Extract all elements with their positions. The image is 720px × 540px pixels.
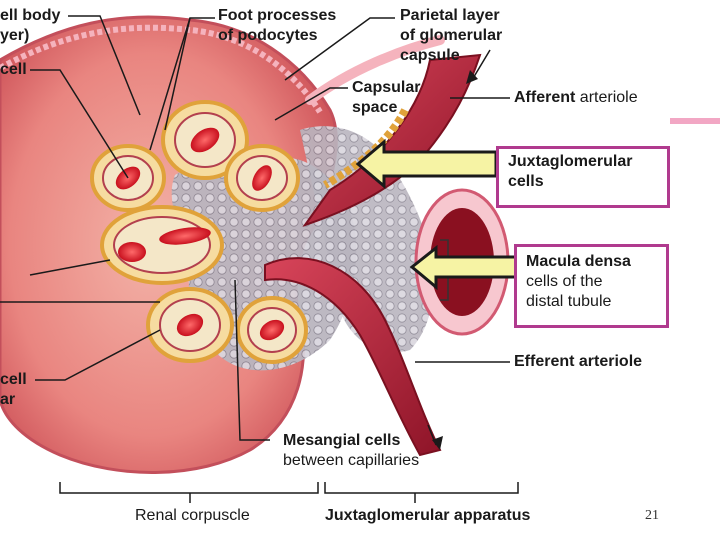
label-foot-processes-line1: Foot processes: [218, 7, 337, 24]
bracket-renal-corpuscle: [59, 482, 319, 494]
label-mesangial-cells: Mesangial cells between capillaries: [283, 431, 419, 471]
label-cell-left-text: cell: [0, 61, 27, 78]
capillary-loop: [100, 205, 224, 285]
leader-foot-proc-b: [164, 17, 191, 131]
label-cell-body-line2: yer): [0, 27, 30, 44]
label-capsular-line1: Capsular: [352, 79, 421, 96]
label-mesangial-line1: Mesangial cells: [283, 432, 401, 449]
juxtaglomerular-cells: [323, 108, 409, 189]
label-efferent-arteriole: Efferent arteriole: [514, 352, 642, 372]
slide-number: 21: [645, 508, 659, 523]
leader-cell-bottom: [35, 329, 161, 381]
label-parietal-layer: Parietal layer of glomerular capsule: [400, 6, 502, 66]
label-efferent-text: Efferent arteriole: [514, 353, 643, 370]
capillary-loop: [161, 100, 249, 180]
label-macula-line1: Macula densa: [526, 253, 631, 270]
capillary-loop: [146, 287, 234, 363]
label-afferent-arteriole: Afferent arteriole: [514, 88, 638, 108]
box-macula-densa: [514, 244, 669, 328]
label-macula-line2: cells of the: [526, 273, 603, 290]
label-jg-apparatus-text: Juxtaglomerular apparatus: [325, 507, 531, 524]
label-capsular-space: Capsular space: [352, 78, 420, 118]
tubule-segment: [305, 35, 445, 105]
label-parietal-line3: capsule: [400, 47, 460, 64]
parietal-arrowhead: [466, 70, 478, 84]
label-juxtaglomerular-cells: Juxtaglomerular cells: [508, 152, 632, 192]
mesangial-arrowhead: [432, 436, 443, 450]
label-macula-densa: Macula densa cells of the distal tubule: [526, 252, 631, 312]
label-foot-processes-line2: of podocytes: [218, 27, 318, 44]
leader-left-mid2: [29, 259, 111, 276]
label-cell-left: cell: [0, 60, 27, 80]
label-cell-bottom-line1: cell: [0, 371, 27, 388]
label-mesangial-line2: between capillaries: [283, 452, 420, 469]
parietal-layer: [0, 24, 323, 114]
leader-cell-body: [68, 15, 141, 116]
label-parietal-line2: of glomerular: [400, 27, 503, 44]
bracket-jg-apparatus: [324, 482, 519, 494]
leader-cell-left: [30, 69, 129, 179]
leader-mesangial: [234, 279, 270, 441]
capillary-loop: [224, 144, 300, 212]
leader-lines: [0, 15, 510, 446]
leader-parietal-arrow: [471, 49, 491, 81]
label-macula-line3: distal tubule: [526, 293, 612, 310]
label-parietal-line1: Parietal layer: [400, 7, 500, 24]
label-jg-line1: Juxtaglomerular: [508, 153, 633, 170]
box-juxtaglomerular-cells: [496, 146, 670, 208]
label-capsular-line2: space: [352, 99, 398, 116]
label-cell-bottom: cell ar: [0, 370, 27, 410]
label-renal-corpuscle: Renal corpuscle: [135, 506, 250, 526]
label-foot-processes: Foot processes of podocytes: [218, 6, 336, 46]
leader-parietal: [284, 17, 395, 81]
label-cell-bottom-line2: ar: [0, 391, 16, 408]
capillary-loop: [236, 296, 308, 364]
label-afferent-bold: Afferent: [514, 89, 576, 106]
leader-capsular: [274, 87, 348, 121]
label-jg-line2: cells: [508, 173, 544, 190]
efferent-arteriole: [264, 257, 442, 457]
label-afferent-rest: arteriole: [575, 89, 638, 106]
label-jg-apparatus: Juxtaglomerular apparatus: [325, 506, 530, 526]
bottom-brackets: [59, 482, 519, 503]
label-renal-corpuscle-text: Renal corpuscle: [135, 507, 250, 524]
label-cell-body: ell body yer): [0, 6, 60, 46]
label-cell-body-line1: ell body: [0, 7, 61, 24]
accent-bar: [670, 118, 720, 124]
